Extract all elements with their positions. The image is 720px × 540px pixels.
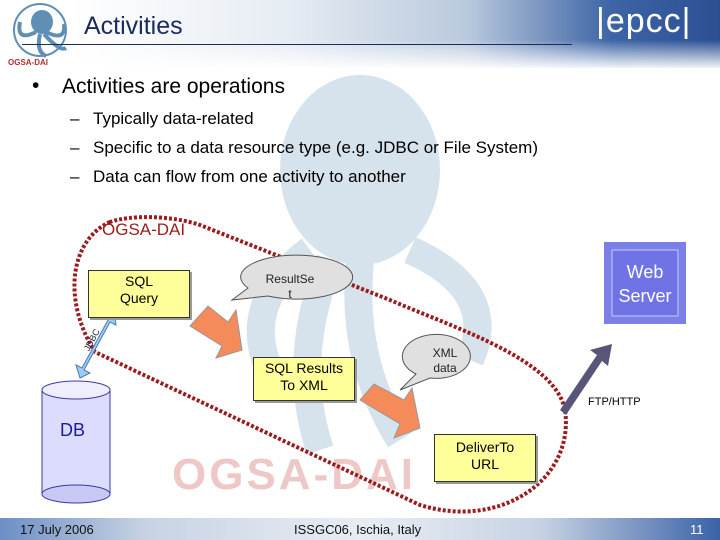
label: Query (119, 290, 159, 306)
sub-bullet-dash: – (70, 167, 80, 186)
slide-footer (0, 518, 720, 540)
epcc-logo: |epcc| (596, 2, 692, 40)
bullet-main: Activities are operations (62, 75, 285, 98)
flow-arrow-1 (189, 305, 243, 359)
sub-bullet-dash: – (70, 109, 80, 128)
label: To XML (280, 377, 328, 393)
web-server-box (604, 242, 686, 324)
label: SQL (124, 273, 153, 289)
footer-date: 17 July 2006 (20, 522, 94, 537)
ogsa-dai-octopus-logo (13, 3, 68, 58)
ogsa-dai-logo-text: OGSA-DAI (8, 58, 48, 67)
sub-bullet: Typically data-related (93, 109, 254, 128)
sub-bullet-dash: – (70, 138, 80, 157)
label: URL (470, 456, 499, 472)
sub-bullet: Data can flow from one activity to anoth… (93, 167, 406, 186)
ogsa-dai-boundary (72, 215, 568, 514)
label: SQL Results (264, 360, 344, 376)
header-fade (0, 40, 720, 70)
bullet-dot: • (32, 74, 40, 97)
ogsa-dai-watermark: OGSA-DAI (172, 450, 416, 499)
xml-data-bubble (399, 333, 471, 391)
title-divider (22, 44, 572, 45)
slide-title: Activities (84, 12, 183, 40)
db-cylinder (41, 380, 111, 504)
octopus-watermark (246, 75, 492, 455)
label: DeliverTo (455, 439, 515, 455)
flow-arrow-2 (359, 383, 421, 439)
footer-event: ISSGC06, Ischia, Italy (294, 522, 422, 537)
ftp-http-arrow (560, 344, 612, 415)
ftp-http-label: FTP/HTTP (588, 396, 641, 408)
resultset-bubble (230, 254, 354, 301)
db-label: DB (60, 420, 86, 440)
jdbc-arrow (75, 309, 117, 379)
sub-bullet: Specific to a data resource type (e.g. J… (93, 138, 539, 157)
ogsa-dai-boundary-label: OGSA-DAI (102, 220, 186, 239)
page-number: 11 (690, 522, 704, 537)
